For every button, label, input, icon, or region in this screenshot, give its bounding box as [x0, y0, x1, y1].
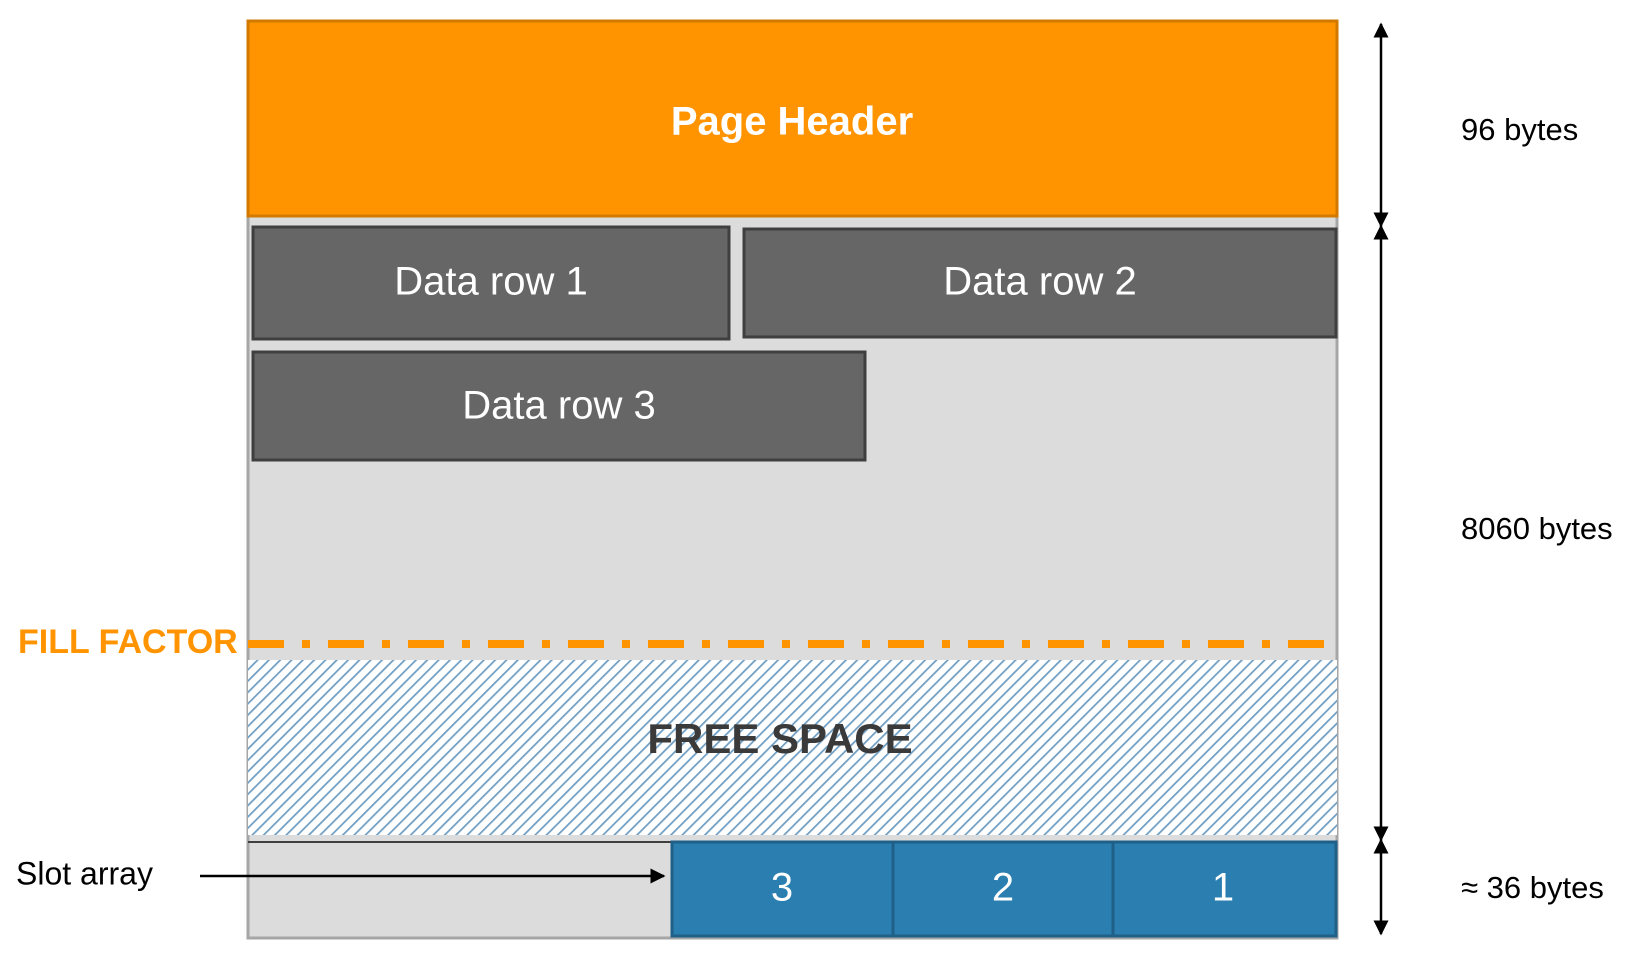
- data-size-label: 8060 bytes: [1461, 511, 1613, 546]
- fill-factor-label: FILL FACTOR: [18, 623, 238, 661]
- data-row-3-label: Data row 3: [462, 384, 655, 428]
- slot-array-label: Slot array: [16, 855, 153, 891]
- slot-2-label: 2: [992, 866, 1014, 910]
- data-row-1-label: Data row 1: [394, 260, 587, 304]
- page-header-label: Page Header: [671, 100, 913, 144]
- page-header-block: [246, 19, 1339, 218]
- header-size-label: 96 bytes: [1461, 112, 1578, 147]
- slot-3-label: 3: [771, 866, 793, 910]
- free-space-label: FREE SPACE: [647, 715, 912, 762]
- data-row-3: Data row 3: [251, 350, 867, 462]
- data-row-2: Data row 2: [742, 227, 1338, 339]
- free-space-area: [248, 660, 1337, 835]
- slot-size-label: ≈ 36 bytes: [1461, 870, 1604, 905]
- data-row-2-label: Data row 2: [943, 260, 1136, 304]
- slot-3: 3: [670, 840, 895, 938]
- data-row-1: Data row 1: [251, 225, 731, 341]
- slot-1-label: 1: [1212, 866, 1234, 910]
- slot-2: 2: [891, 840, 1115, 938]
- slot-1: 1: [1111, 840, 1338, 938]
